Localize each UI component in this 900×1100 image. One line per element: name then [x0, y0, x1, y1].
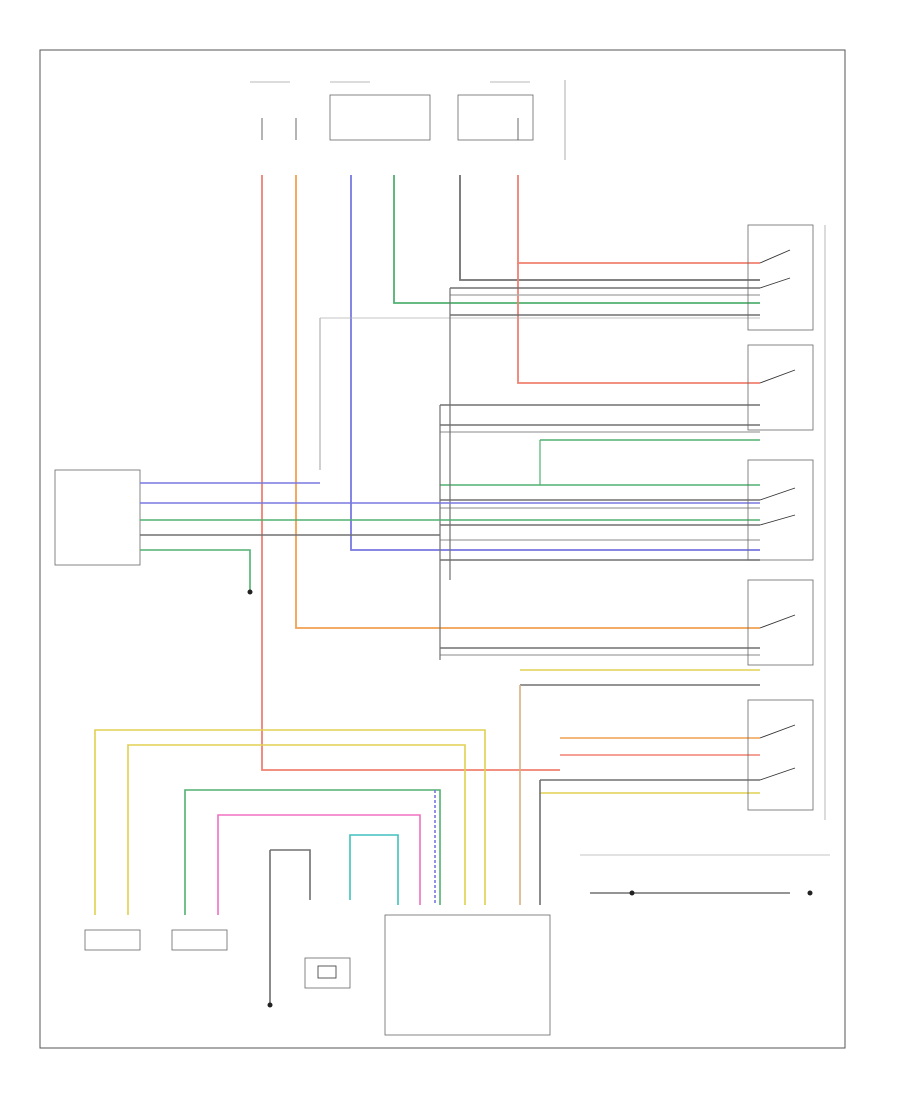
wire-blue-main	[350, 175, 760, 551]
wire-group-bottom	[94, 685, 830, 1005]
switch-lower	[747, 579, 814, 666]
switch-lr	[747, 344, 814, 431]
switch-rr	[747, 459, 814, 561]
control-module	[384, 914, 551, 1036]
wire-group-bus	[319, 288, 541, 660]
sensor-left-2	[171, 929, 228, 951]
switch-right-front	[747, 224, 814, 331]
diagram-frame	[39, 49, 846, 1049]
sensor-left-1	[84, 929, 141, 951]
wire-red-right	[517, 175, 760, 264]
left-sensor-connector	[54, 469, 760, 595]
bottom-components	[84, 890, 813, 1036]
wire-red-right-2	[517, 263, 760, 384]
power-distribution-box	[250, 80, 566, 160]
ground-right	[629, 890, 813, 896]
right-switch-column	[747, 224, 826, 820]
wire-orange-main	[295, 175, 760, 629]
wire-group-horizontal	[320, 287, 760, 794]
wire-green-main	[393, 175, 760, 304]
wire-red-main	[261, 175, 560, 771]
switch-bottom	[747, 699, 814, 811]
ground-bottom	[267, 1002, 273, 1008]
wire-gray-a	[459, 175, 760, 281]
sensor-module-small	[304, 957, 351, 989]
wire-group-vertical	[261, 175, 760, 771]
